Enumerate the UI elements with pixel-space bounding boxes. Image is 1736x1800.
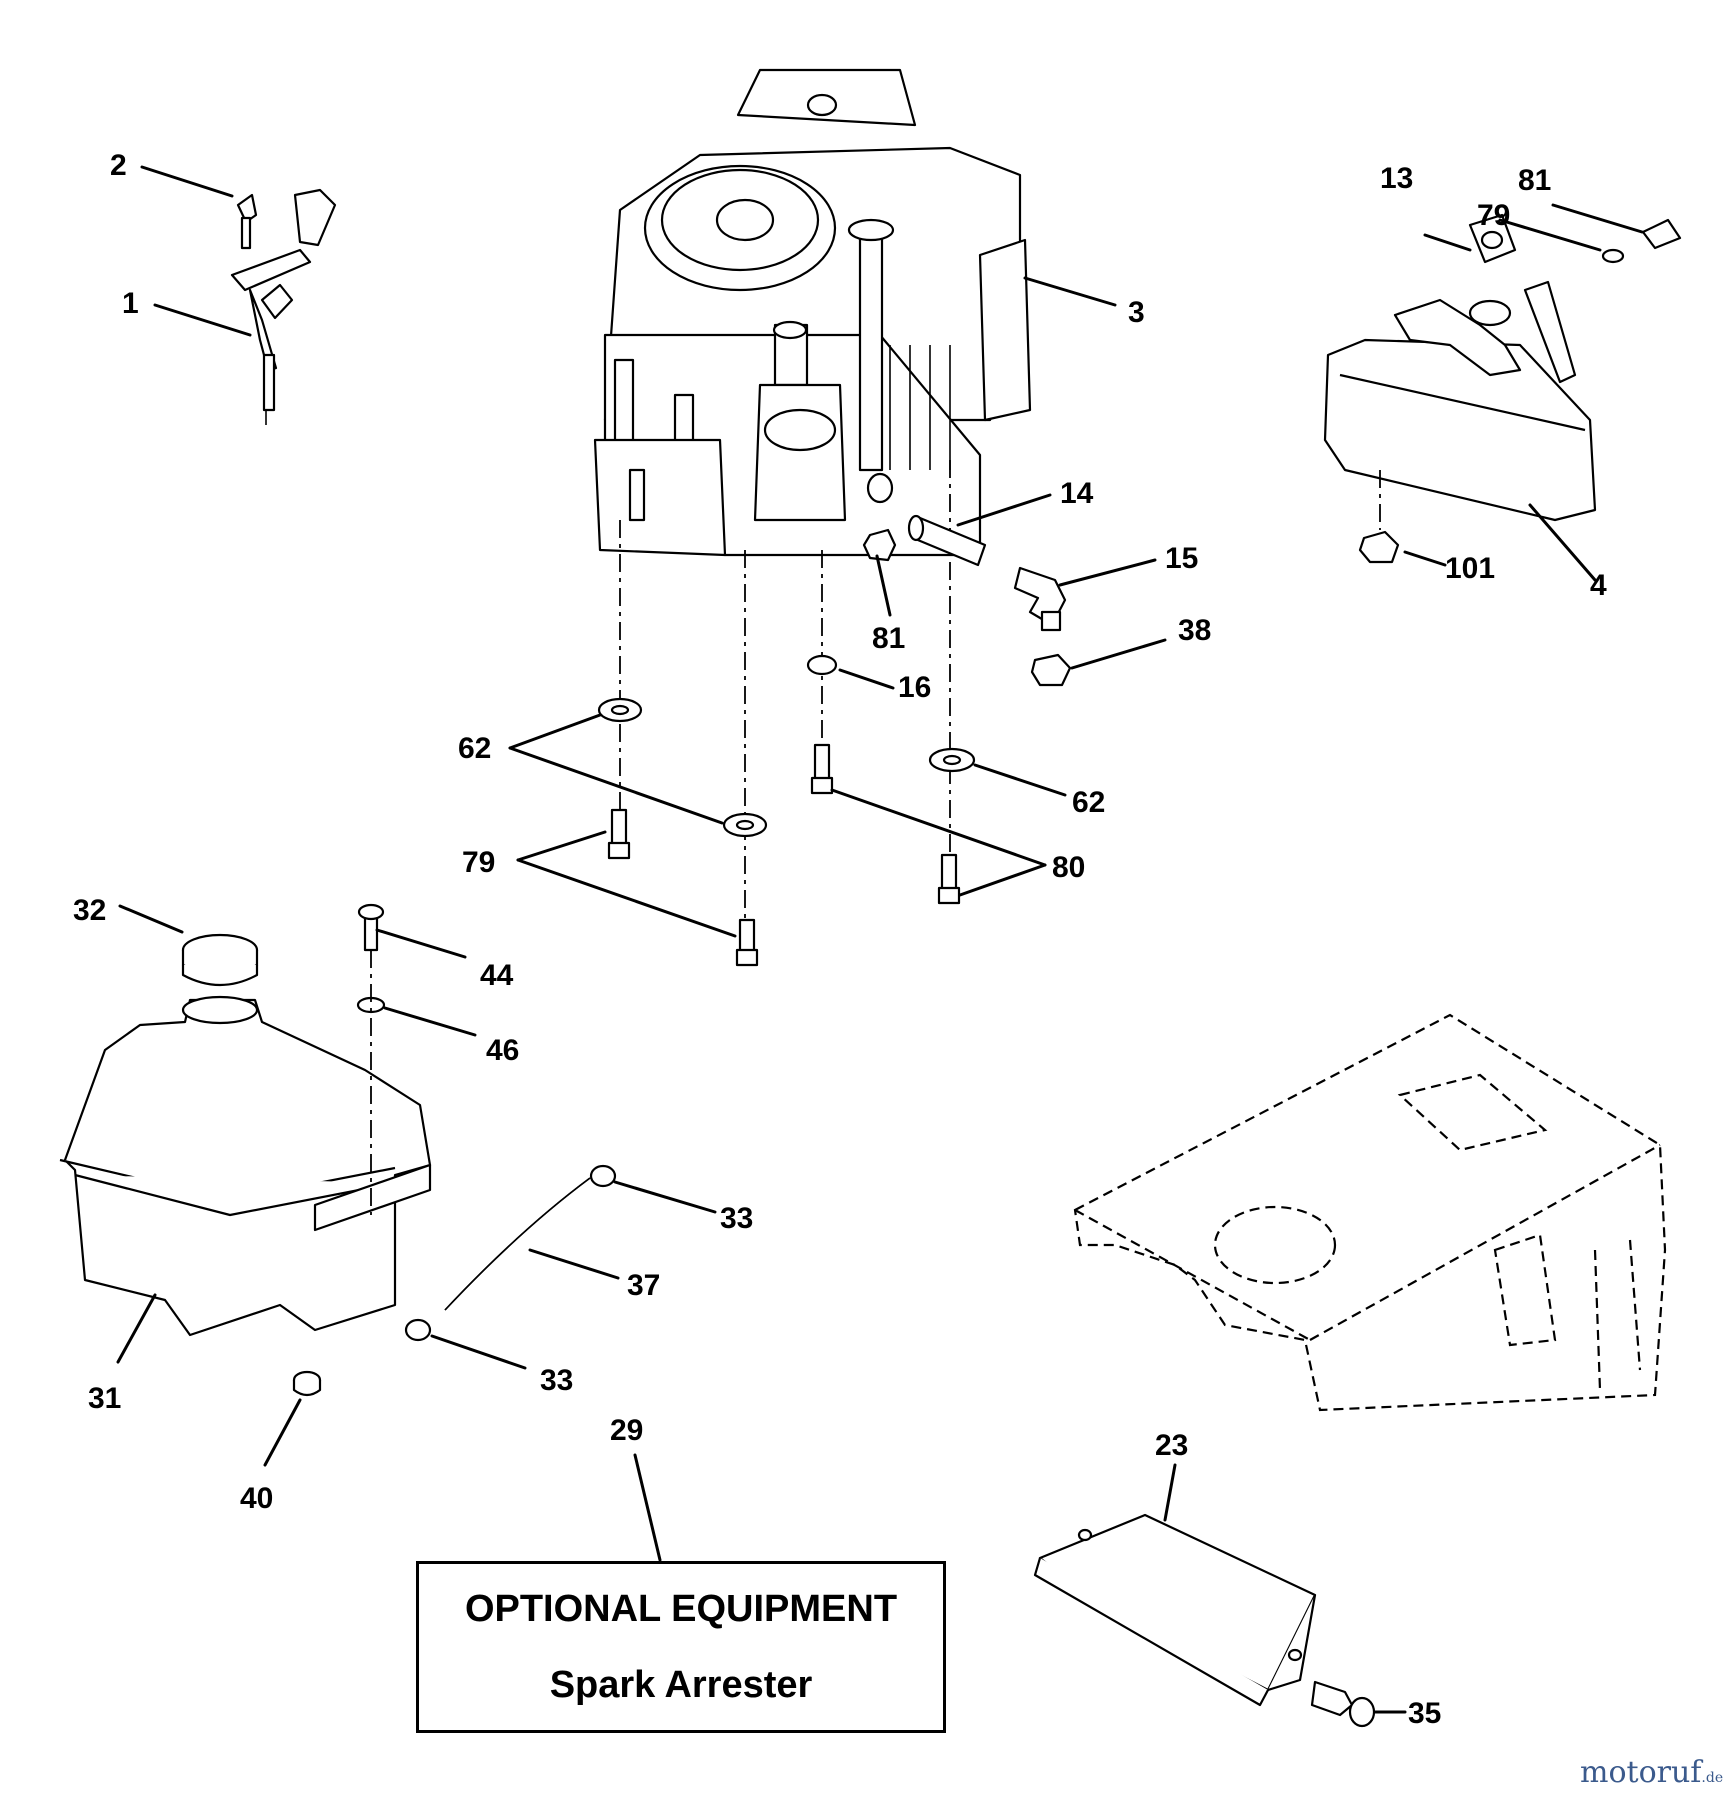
callout-101: 101	[1445, 552, 1495, 585]
watermark-logo: motoruf.de	[1580, 1755, 1723, 1790]
callout-80: 81	[1518, 164, 1551, 197]
callout-2: 2	[110, 149, 127, 182]
callout-40: 40	[240, 1482, 273, 1515]
callout-31: 31	[88, 1382, 121, 1415]
engine-part	[593, 68, 1032, 557]
muffler-part	[1323, 213, 1682, 564]
callout-44: 44	[480, 959, 514, 992]
callout-33-top: 33	[720, 1202, 753, 1235]
optional-equipment-title: OPTIONAL EQUIPMENT	[464, 1588, 898, 1630]
callout-38: 38	[1178, 614, 1211, 647]
fuel-tank-part	[59, 903, 432, 1397]
callout-37: 37	[627, 1269, 660, 1302]
watermark-tld: .de	[1701, 1770, 1724, 1786]
callout-16: 16	[898, 671, 931, 704]
callout-79-right: 80	[1052, 851, 1085, 884]
chassis-frame-part	[1073, 1013, 1667, 1412]
mounting-hardware-part	[597, 654, 976, 967]
callout-62-right: 62	[1072, 786, 1105, 819]
throttle-control-part	[230, 188, 337, 425]
callout-4: 4	[1590, 569, 1607, 602]
callout-14: 14	[1060, 477, 1094, 510]
spark-arrester-label: Spark Arrester	[549, 1664, 813, 1706]
callout-23: 23	[1155, 1429, 1188, 1462]
callout-46: 46	[486, 1034, 519, 1067]
callout-33-bottom: 33	[540, 1364, 573, 1397]
callout-3: 3	[1128, 296, 1145, 329]
callout-77: 79	[1477, 199, 1510, 232]
callout-81: 81	[872, 622, 905, 655]
watermark-brand: motoruf	[1580, 1755, 1702, 1790]
callout-32: 32	[73, 894, 106, 927]
callout-79-left: 79	[462, 846, 495, 879]
callout-62-left: 62	[458, 732, 491, 765]
fuel-line-part	[404, 1164, 617, 1342]
fuel-fittings-part	[862, 514, 1072, 687]
spark-arrester-bracket-part	[1033, 1513, 1376, 1728]
callout-15: 15	[1165, 542, 1198, 575]
callout-35: 35	[1408, 1697, 1441, 1730]
callout-13: 13	[1380, 162, 1413, 195]
callout-1: 1	[122, 287, 139, 320]
callout-29: 29	[610, 1414, 643, 1447]
optional-equipment-box: OPTIONAL EQUIPMENT Spark Arrester	[416, 1561, 946, 1733]
